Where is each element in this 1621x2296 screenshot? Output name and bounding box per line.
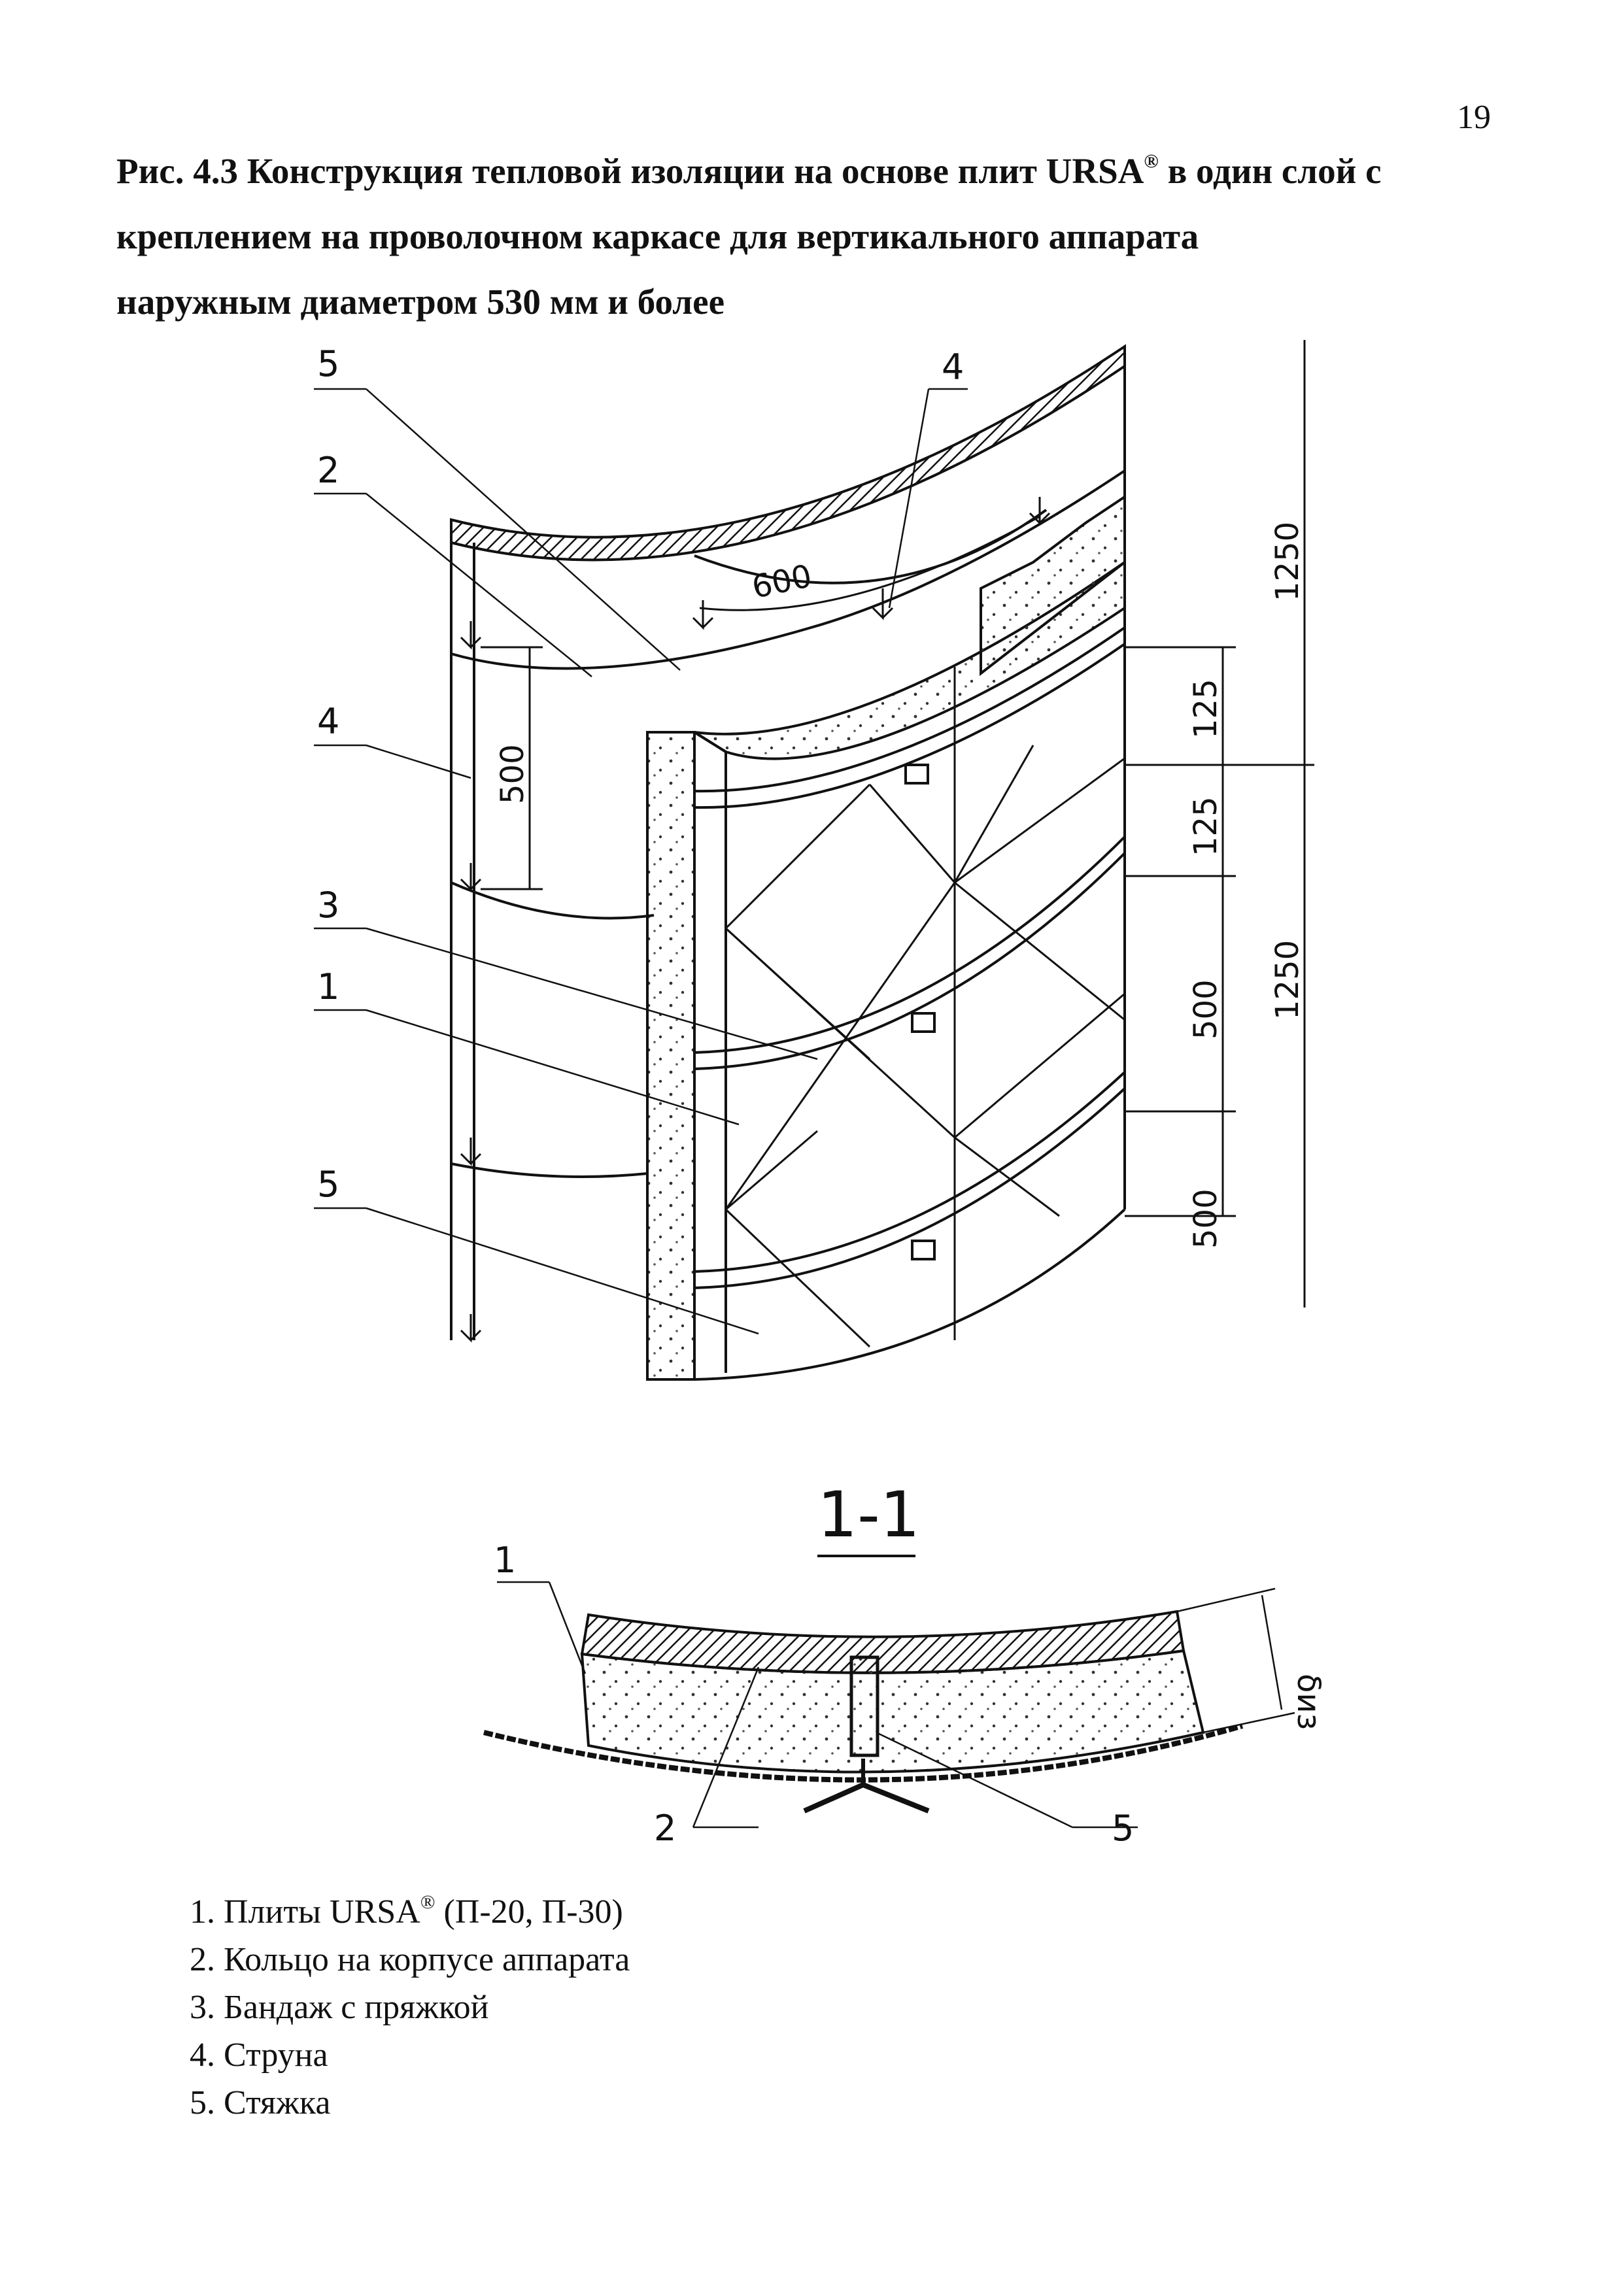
legend-item: 2. Кольцо на корпусе аппарата xyxy=(190,1941,630,1978)
section-label-2: 2 xyxy=(654,1808,676,1849)
figure-caption: Рис. 4.3 Конструкция тепловой изоляции н… xyxy=(116,139,1522,335)
elevation-view xyxy=(314,340,1314,1381)
insulation-column xyxy=(646,731,696,1381)
dim-right-125-b: 125 xyxy=(1187,796,1224,856)
band-arc-2 xyxy=(694,836,1126,1054)
callout-top-2: 2 xyxy=(317,450,339,491)
dim-right-500-b: 500 xyxy=(1187,1189,1224,1249)
legend-item: 3. Бандаж с пряжкой xyxy=(190,1989,489,2026)
buckle xyxy=(911,1012,936,1033)
dim-left-500: 500 xyxy=(494,744,531,804)
legend-item: 4. Струна xyxy=(190,2036,328,2074)
section-vessel-wall xyxy=(483,1723,1244,1783)
dim-right-1250-top: 1250 xyxy=(1269,522,1306,601)
top-shell-hatched xyxy=(450,344,1126,562)
section-thickness: δиз xyxy=(1290,1674,1327,1730)
insulation-corner-block xyxy=(980,494,1126,677)
caption-line3: наружным диаметром 530 мм и более xyxy=(116,282,725,322)
band-arc-3 xyxy=(694,1071,1126,1273)
callout-left-4: 4 xyxy=(317,701,339,742)
callout-left-3: 3 xyxy=(317,885,339,926)
section-joint-seal xyxy=(849,1655,879,1757)
legend-item: 1. Плиты URSA® (П-20, П-30) xyxy=(190,1891,623,1931)
insulation-top-block xyxy=(693,560,1126,760)
section-label-5: 5 xyxy=(1112,1808,1134,1849)
caption-line1: Рис. 4.3 Конструкция тепловой изоляции н… xyxy=(116,150,1382,191)
dim-right-1250-bottom: 1250 xyxy=(1269,940,1306,1020)
page-number: 19 xyxy=(1457,99,1491,136)
dim-arc-600: 600 xyxy=(749,558,815,606)
buckle xyxy=(904,764,929,785)
section-label-1: 1 xyxy=(494,1540,516,1581)
section-view xyxy=(483,1555,1295,1829)
bottom-curve xyxy=(694,1208,1126,1381)
callout-top-4: 4 xyxy=(942,346,964,388)
caption-line2: креплением на проволочном каркасе для ве… xyxy=(116,216,1199,256)
registered-mark: ® xyxy=(1144,150,1159,172)
section-title: 1-1 xyxy=(817,1478,920,1551)
dim-right-500-a: 500 xyxy=(1187,979,1224,1039)
legend-item: 5. Стяжка xyxy=(190,2084,331,2121)
legend: 1. Плиты URSA® (П-20, П-30) 2. Кольцо на… xyxy=(190,1888,630,2127)
dim-right-125-a: 125 xyxy=(1187,679,1224,739)
band-arc-1 xyxy=(694,626,1126,793)
callout-left-1: 1 xyxy=(317,966,339,1007)
callout-top-5: 5 xyxy=(317,343,339,384)
callout-bottom-5: 5 xyxy=(317,1164,339,1205)
buckle xyxy=(911,1240,936,1260)
wire-lattice xyxy=(725,667,1125,1348)
